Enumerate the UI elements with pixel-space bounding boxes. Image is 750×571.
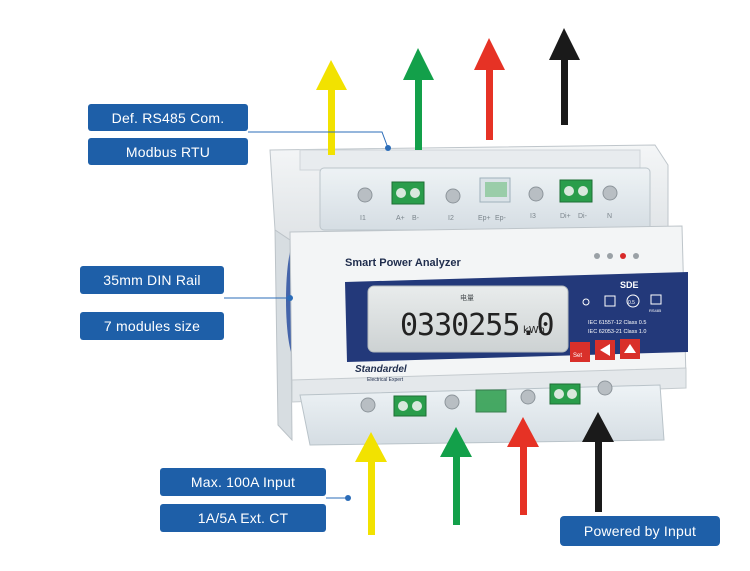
terminal-label-i2: I2 (448, 215, 454, 222)
ext-ct-badge: 1A/5A Ext. CT (160, 504, 326, 532)
powered-by-input-badge: Powered by Input (560, 516, 720, 546)
brand-tagline: Electrical Expert (367, 377, 404, 383)
terminal-label-a: A+ (396, 215, 405, 222)
lcd-unit: kWh (523, 325, 545, 336)
set-button-label: Set (573, 353, 582, 359)
brand-name: Standardel (355, 364, 407, 375)
terminal-label-n: N (607, 213, 612, 220)
class-badge: 0.5 (628, 300, 635, 306)
standard-1: IEC 61557-12 Class 0.5 (588, 320, 646, 326)
svg-text:电量: 电量 (460, 293, 474, 302)
modules-badge: 7 modules size (80, 312, 224, 340)
model-label: SDE (620, 280, 639, 290)
terminal-label-di-minus: Di- (578, 213, 588, 220)
top-arrows (316, 28, 580, 155)
rs485-badge: Def. RS485 Com. (88, 104, 248, 131)
terminal-label-ep-minus: Ep- (495, 215, 507, 222)
device-title: Smart Power Analyzer (345, 257, 461, 269)
terminal-label-i1: I1 (360, 215, 366, 222)
bottom-arrows (355, 412, 614, 535)
max-input-badge: Max. 100A Input (160, 468, 326, 496)
standard-2: IEC 62053-21 Class 1.0 (588, 329, 646, 335)
terminal-label-di-plus: Di+ (560, 213, 571, 220)
rs485-mark: RS485 (649, 308, 662, 313)
din-rail-badge: 35mm DIN Rail (80, 266, 224, 294)
terminal-label-i3: I3 (530, 213, 536, 220)
terminal-label-b: B- (412, 215, 420, 222)
lcd-reading: 0330255.0 (400, 308, 554, 343)
terminal-label-ep-plus: Ep+ (478, 215, 491, 222)
modbus-badge: Modbus RTU (88, 138, 248, 165)
